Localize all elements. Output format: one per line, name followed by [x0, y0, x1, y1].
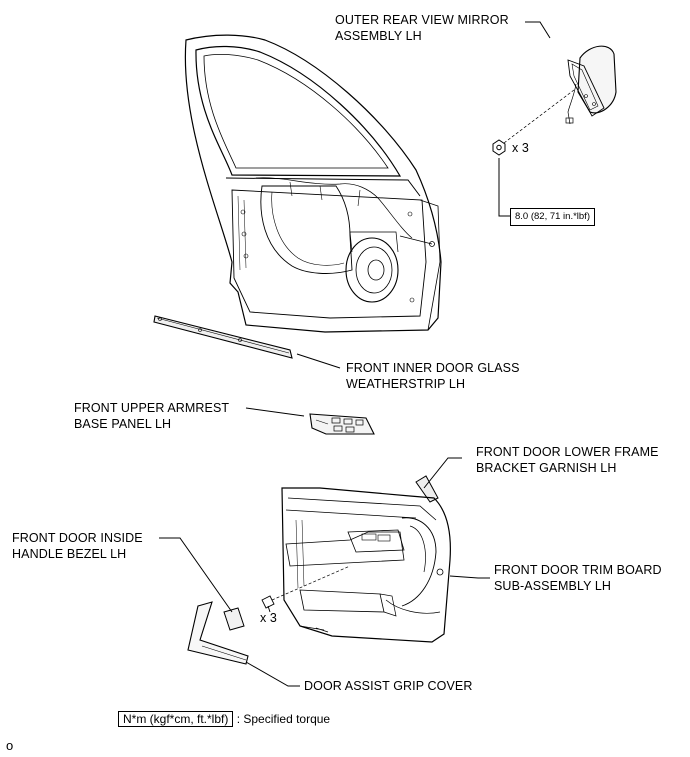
mirror-label-line2: ASSEMBLY LH [335, 29, 422, 43]
weatherstrip-label-line1: FRONT INNER DOOR GLASS [346, 361, 520, 375]
weatherstrip-part [153, 315, 293, 359]
mirror-nut-part [492, 139, 506, 156]
bezel-label: FRONT DOOR INSIDE HANDLE BEZEL LH [12, 530, 143, 562]
trim-screw-part [261, 595, 275, 613]
garnish-label: FRONT DOOR LOWER FRAME BRACKET GARNISH L… [476, 444, 659, 476]
weatherstrip-label: FRONT INNER DOOR GLASS WEATHERSTRIP LH [346, 360, 520, 392]
armrest-label-line1: FRONT UPPER ARMREST [74, 401, 230, 415]
trim-screw-quantity: x 3 [260, 611, 277, 625]
mirror-nut-guide-line [499, 89, 575, 147]
legend-meaning: : Specified torque [236, 712, 331, 726]
torque-legend: N*m (kgf*cm, ft.*lbf) : Specified torque [118, 711, 331, 727]
mirror-nut-quantity: x 3 [512, 141, 529, 155]
garnish-label-line1: FRONT DOOR LOWER FRAME [476, 445, 659, 459]
mirror-nut-torque-spec: 8.0 (82, 71 in.*lbf) [510, 208, 595, 226]
leader-lines [159, 21, 551, 687]
mirror-label: OUTER REAR VIEW MIRROR ASSEMBLY LH [335, 12, 509, 44]
bezel-label-line2: HANDLE BEZEL LH [12, 547, 127, 561]
armrest-label: FRONT UPPER ARMREST BASE PANEL LH [74, 400, 229, 432]
armrest-label-line2: BASE PANEL LH [74, 417, 172, 431]
torque-leader-line [498, 158, 510, 217]
armrest-panel-part [309, 413, 375, 435]
trim-board-label-line1: FRONT DOOR TRIM BOARD [494, 563, 662, 577]
mirror-label-line1: OUTER REAR VIEW MIRROR [335, 13, 509, 27]
door-frame-part [184, 34, 442, 333]
grip-cover-label: DOOR ASSIST GRIP COVER [304, 679, 473, 693]
weatherstrip-label-line2: WEATHERSTRIP LH [346, 377, 466, 391]
bezel-label-line1: FRONT DOOR INSIDE [12, 531, 143, 545]
footer-mark: o [6, 738, 14, 753]
garnish-part [415, 475, 439, 503]
legend-unit-box: N*m (kgf*cm, ft.*lbf) [118, 711, 234, 727]
mirror-part [565, 45, 617, 125]
trim-screw-guide-line [271, 565, 351, 601]
trim-board-label-line2: SUB-ASSEMBLY LH [494, 579, 612, 593]
trim-board-part [281, 487, 451, 643]
trim-board-label: FRONT DOOR TRIM BOARD SUB-ASSEMBLY LH [494, 562, 662, 594]
handle-bezel-part [223, 607, 245, 631]
garnish-label-line2: BRACKET GARNISH LH [476, 461, 617, 475]
grip-cover-part [187, 601, 249, 665]
